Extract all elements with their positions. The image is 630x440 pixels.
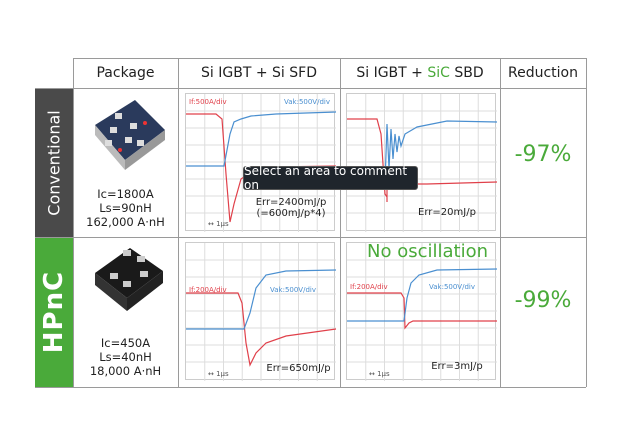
row-label-conventional: Conventional	[35, 88, 73, 237]
err-value: Err=20mJ/p	[418, 207, 476, 218]
waveform-conventional-sbd: Err=20mJ/p	[346, 93, 497, 232]
err-value: Err=650mJ/p	[266, 363, 331, 374]
waveform-plot	[347, 243, 497, 381]
header-sic-sbd: Si IGBT + SiC SBD	[356, 65, 484, 81]
waveform-conventional-sfd: If:500A/div Vak:500V/div Err=2400mJ/p(=6…	[185, 93, 336, 232]
reduction-conventional: -97%	[514, 142, 572, 167]
err-value: Err=3mJ/p	[431, 361, 483, 372]
conventional-module-image	[95, 100, 165, 170]
header-si-sfd: Si IGBT + Si SFD	[201, 65, 317, 81]
comment-tooltip: Select an area to comment on	[243, 164, 418, 192]
waveform-hpnc-sbd: No oscillation If:200A/div Vak:500V/div …	[346, 241, 497, 381]
err-value: Err=2400mJ/p(=600mJ/p*4)	[255, 197, 327, 219]
reduction-hpnc: -99%	[514, 288, 572, 313]
hpnc-logo: HPnC	[39, 270, 69, 354]
header-reduction: Reduction	[508, 65, 578, 81]
waveform-hpnc-sfd: If:200A/div Vak:500V/div Err=650mJ/p ↔ 1…	[185, 242, 336, 381]
no-oscillation-note: No oscillation	[367, 241, 488, 262]
row-label-hpnc-logo: HPnC	[35, 237, 73, 387]
header-package: Package	[96, 65, 155, 81]
waveform-plot	[186, 243, 336, 381]
time-scale: ↔ 1μs	[208, 370, 229, 378]
hpnc-module-image	[95, 248, 163, 311]
time-scale: ↔ 1μs	[369, 370, 390, 378]
time-scale: ↔ 1μs	[208, 220, 229, 228]
